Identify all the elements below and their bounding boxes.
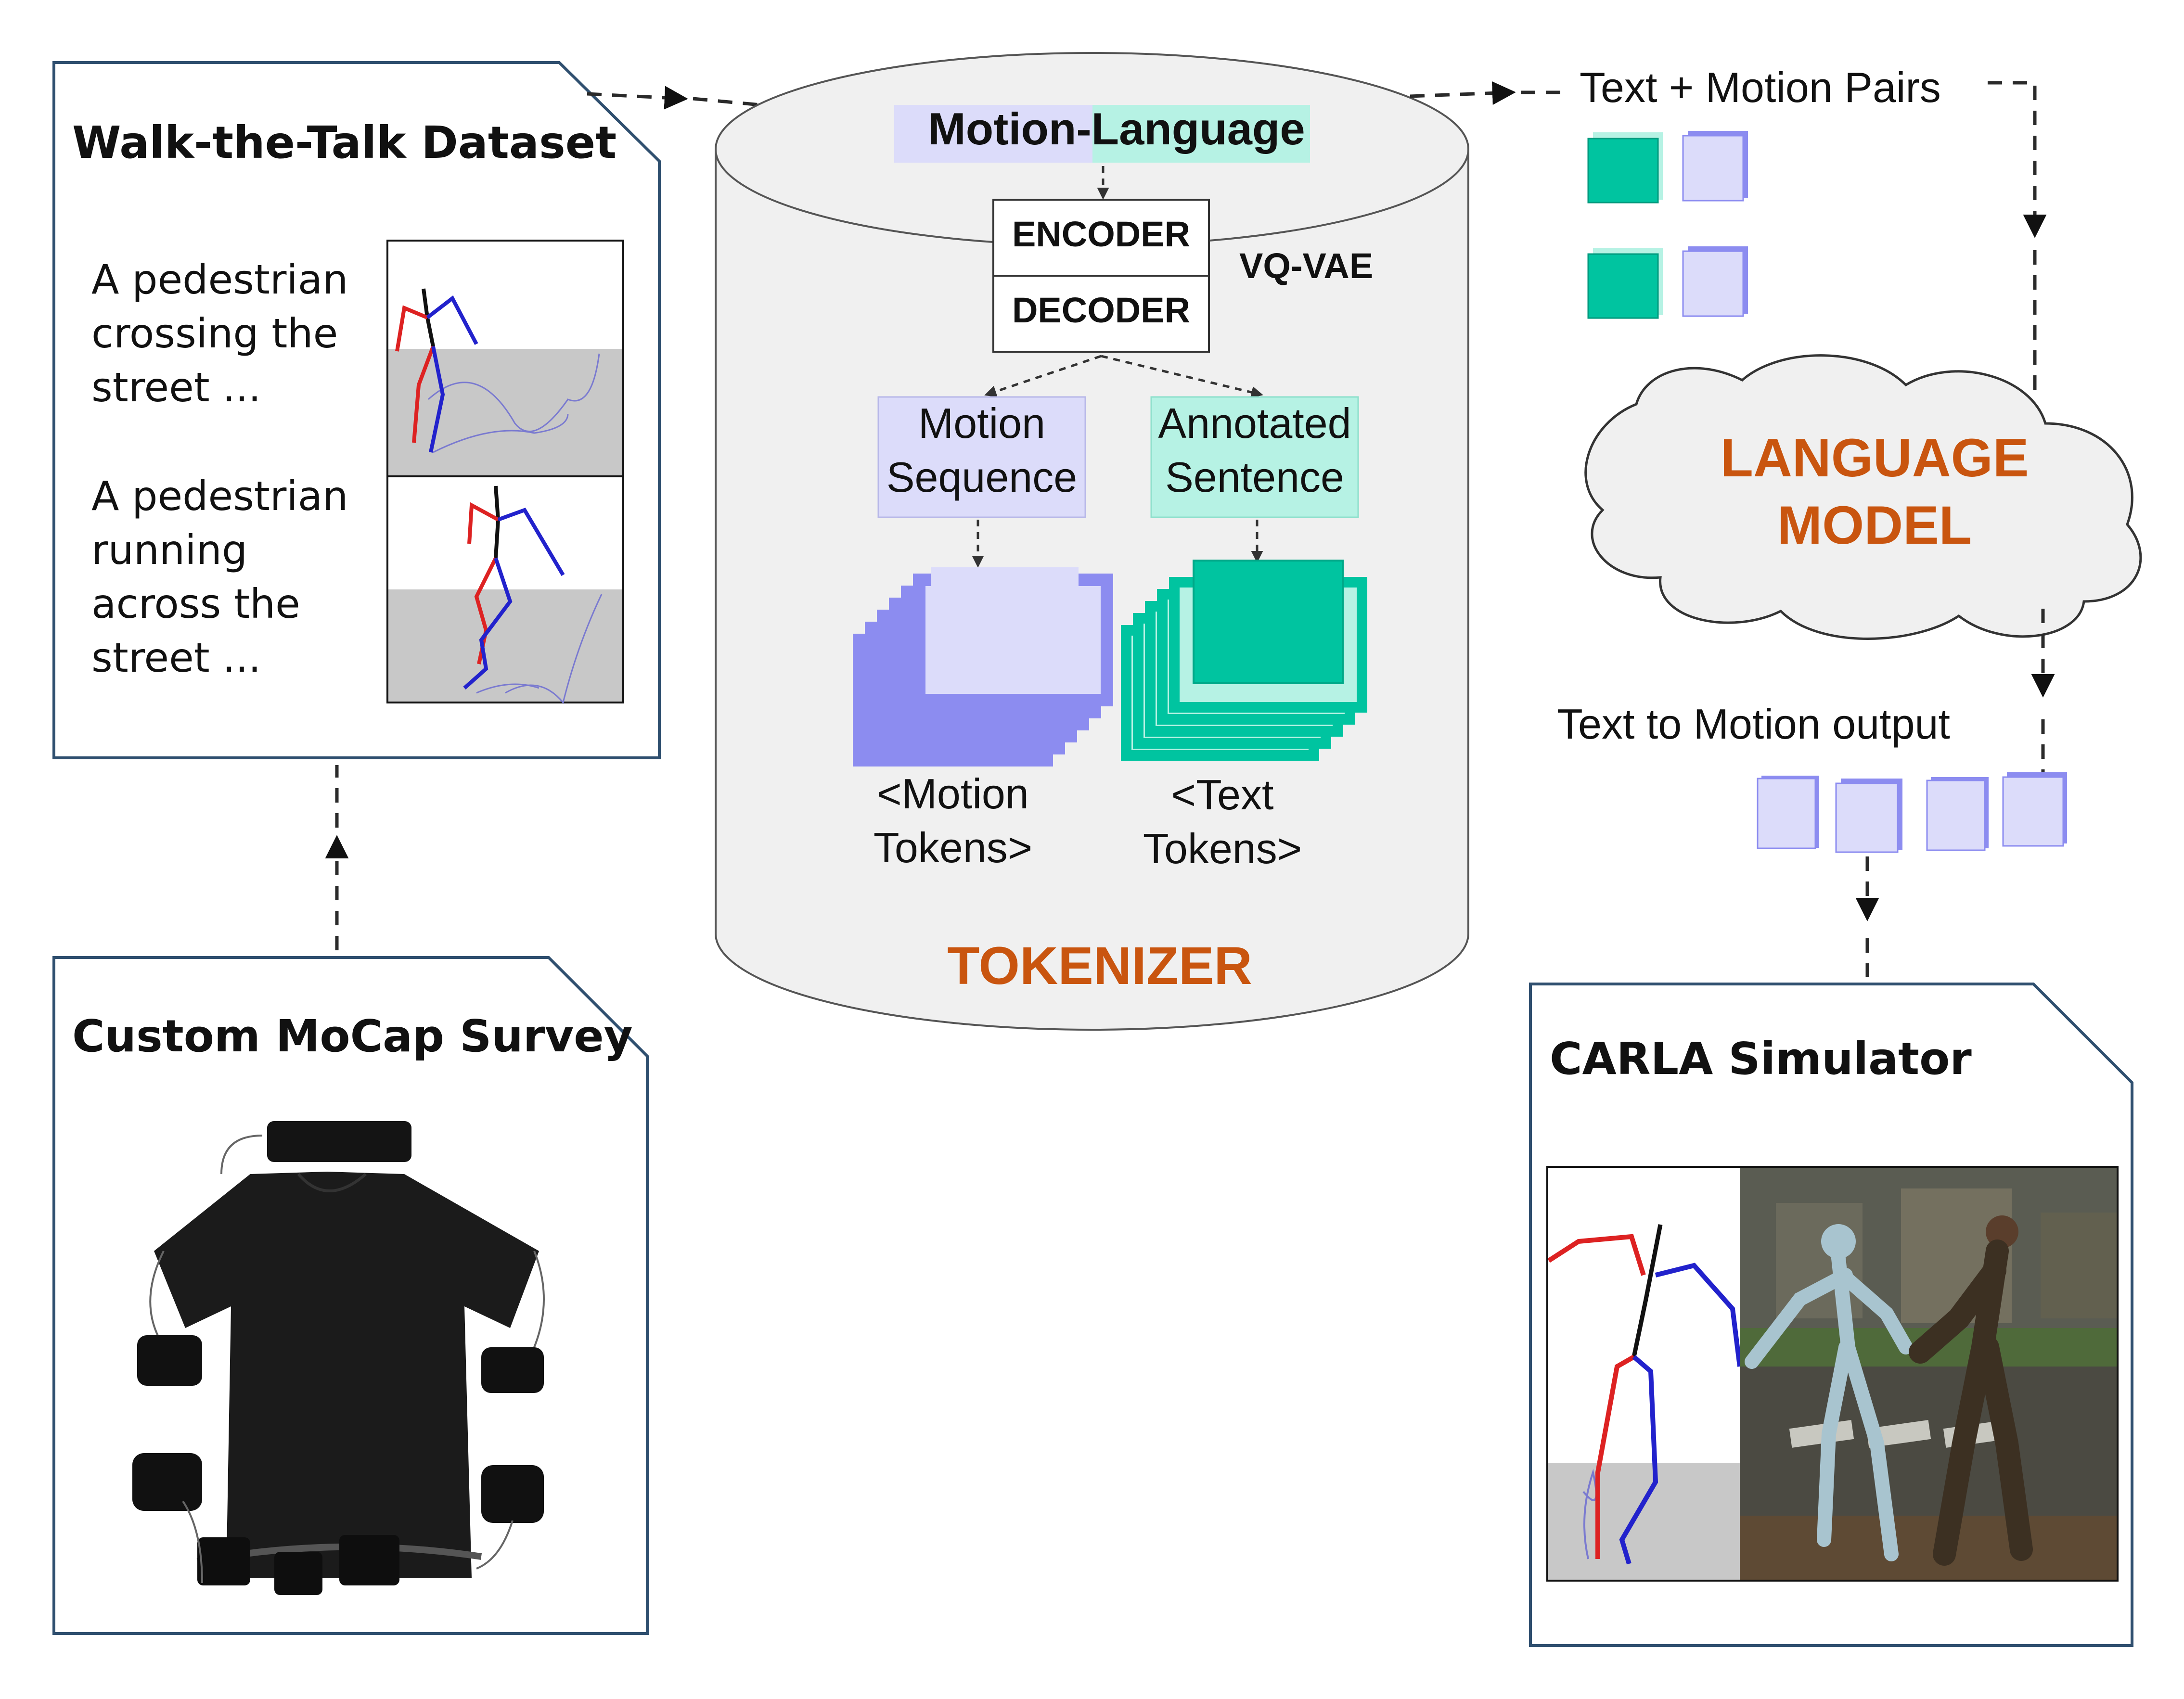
annotated-sentence-line-2: Sentence [1165, 453, 1344, 501]
motion-sequence-box: Motion Sequence [877, 396, 1086, 518]
output-token-2 [1835, 782, 1899, 853]
pair-2-motion-token [1682, 250, 1744, 317]
vqvae-label: VQ-VAE [1239, 246, 1373, 286]
skeleton-image-2 [386, 475, 624, 704]
annotated-sentence-line-1: Annotated [1158, 399, 1351, 447]
motion-sequence-line-1: Motion [918, 399, 1045, 447]
tokenizer-cylinder: Motion-Language ENCODER DECODER VQ-VAE M… [715, 52, 1469, 1031]
motion-tokens-line-2: Tokens> [874, 824, 1032, 871]
mocap-suit-photo [132, 1121, 545, 1595]
text-tokens-line-2: Tokens> [1143, 825, 1302, 872]
carla-image-frame [1546, 1166, 2119, 1582]
tokenizer-header: Motion-Language [928, 103, 1305, 154]
decoder-box [992, 275, 1210, 353]
arrow-dataset-to-tokenizer [587, 86, 688, 110]
vqvae-block: ENCODER DECODER VQ-VAE [992, 199, 1373, 353]
caption-2-line-3: across the [91, 580, 300, 627]
carla-skeleton-image [1547, 1167, 1742, 1581]
output-token-1 [1757, 778, 1816, 849]
text-tokens-line-1: <Text [1171, 771, 1274, 818]
pair-2-text-token [1587, 253, 1659, 319]
language-model-cloud: LANGUAGE MODEL [1584, 354, 2142, 640]
caption-2-line-4: street ... [91, 634, 261, 681]
dataset-title: Walk-the-Talk Dataset [72, 117, 617, 168]
caption-2-line-2: running [91, 526, 247, 574]
pair-1-motion-token [1682, 135, 1744, 202]
pair-1-text-token [1587, 138, 1659, 204]
decoder-label: DECODER [1012, 290, 1190, 330]
tokenizer-footer: TOKENIZER [947, 936, 1252, 996]
output-token-3 [1926, 779, 1986, 851]
arrow-tokenizer-to-pairs [1410, 81, 1516, 105]
arrow-decoder-to-sentence [1101, 355, 1263, 398]
header-language-bg [1092, 105, 1310, 163]
carla-panel: CARLA Simulator [1529, 983, 2133, 1647]
motion-token-stack [853, 567, 1113, 766]
caption-1-line-2: crossing the [91, 310, 338, 357]
arrow-decoder-to-motion [984, 355, 1102, 397]
annotated-sentence-box: Annotated Sentence [1150, 396, 1359, 518]
mocap-title: Custom MoCap Survey [72, 1010, 633, 1062]
caption-1-line-1: A pedestrian [91, 256, 348, 303]
text-token-stack [1121, 560, 1367, 761]
encoder-label: ENCODER [1012, 214, 1190, 254]
output-label: Text to Motion output [1557, 700, 1950, 748]
pairs-label: Text + Motion Pairs [1580, 64, 1941, 111]
caption-1-line-3: street ... [91, 364, 261, 411]
motion-sequence-line-2: Sequence [886, 453, 1077, 501]
skeleton-image-1 [386, 240, 624, 477]
arrow-dataset-to-tokenizer-tail [693, 97, 761, 107]
header-motion-bg [894, 105, 1099, 163]
output-motion-tokens [1757, 772, 2067, 853]
output-token-4 [2002, 776, 2064, 847]
language-model-line-1: LANGUAGE [1721, 428, 2029, 488]
motion-tokens-line-1: <Motion [877, 770, 1029, 818]
token-pairs [1587, 131, 1748, 319]
language-model-line-2: MODEL [1777, 495, 1972, 555]
caption-2-line-1: A pedestrian [91, 473, 348, 520]
mocap-panel: Custom MoCap Survey [52, 956, 649, 1635]
encoder-box [992, 199, 1210, 277]
dataset-panel: Walk-the-Talk Dataset A pedestrian cross… [52, 61, 661, 759]
carla-scene-image [1740, 1167, 2118, 1581]
arrow-pairs-to-lm [1988, 81, 2047, 238]
carla-title: CARLA Simulator [1550, 1033, 1972, 1085]
